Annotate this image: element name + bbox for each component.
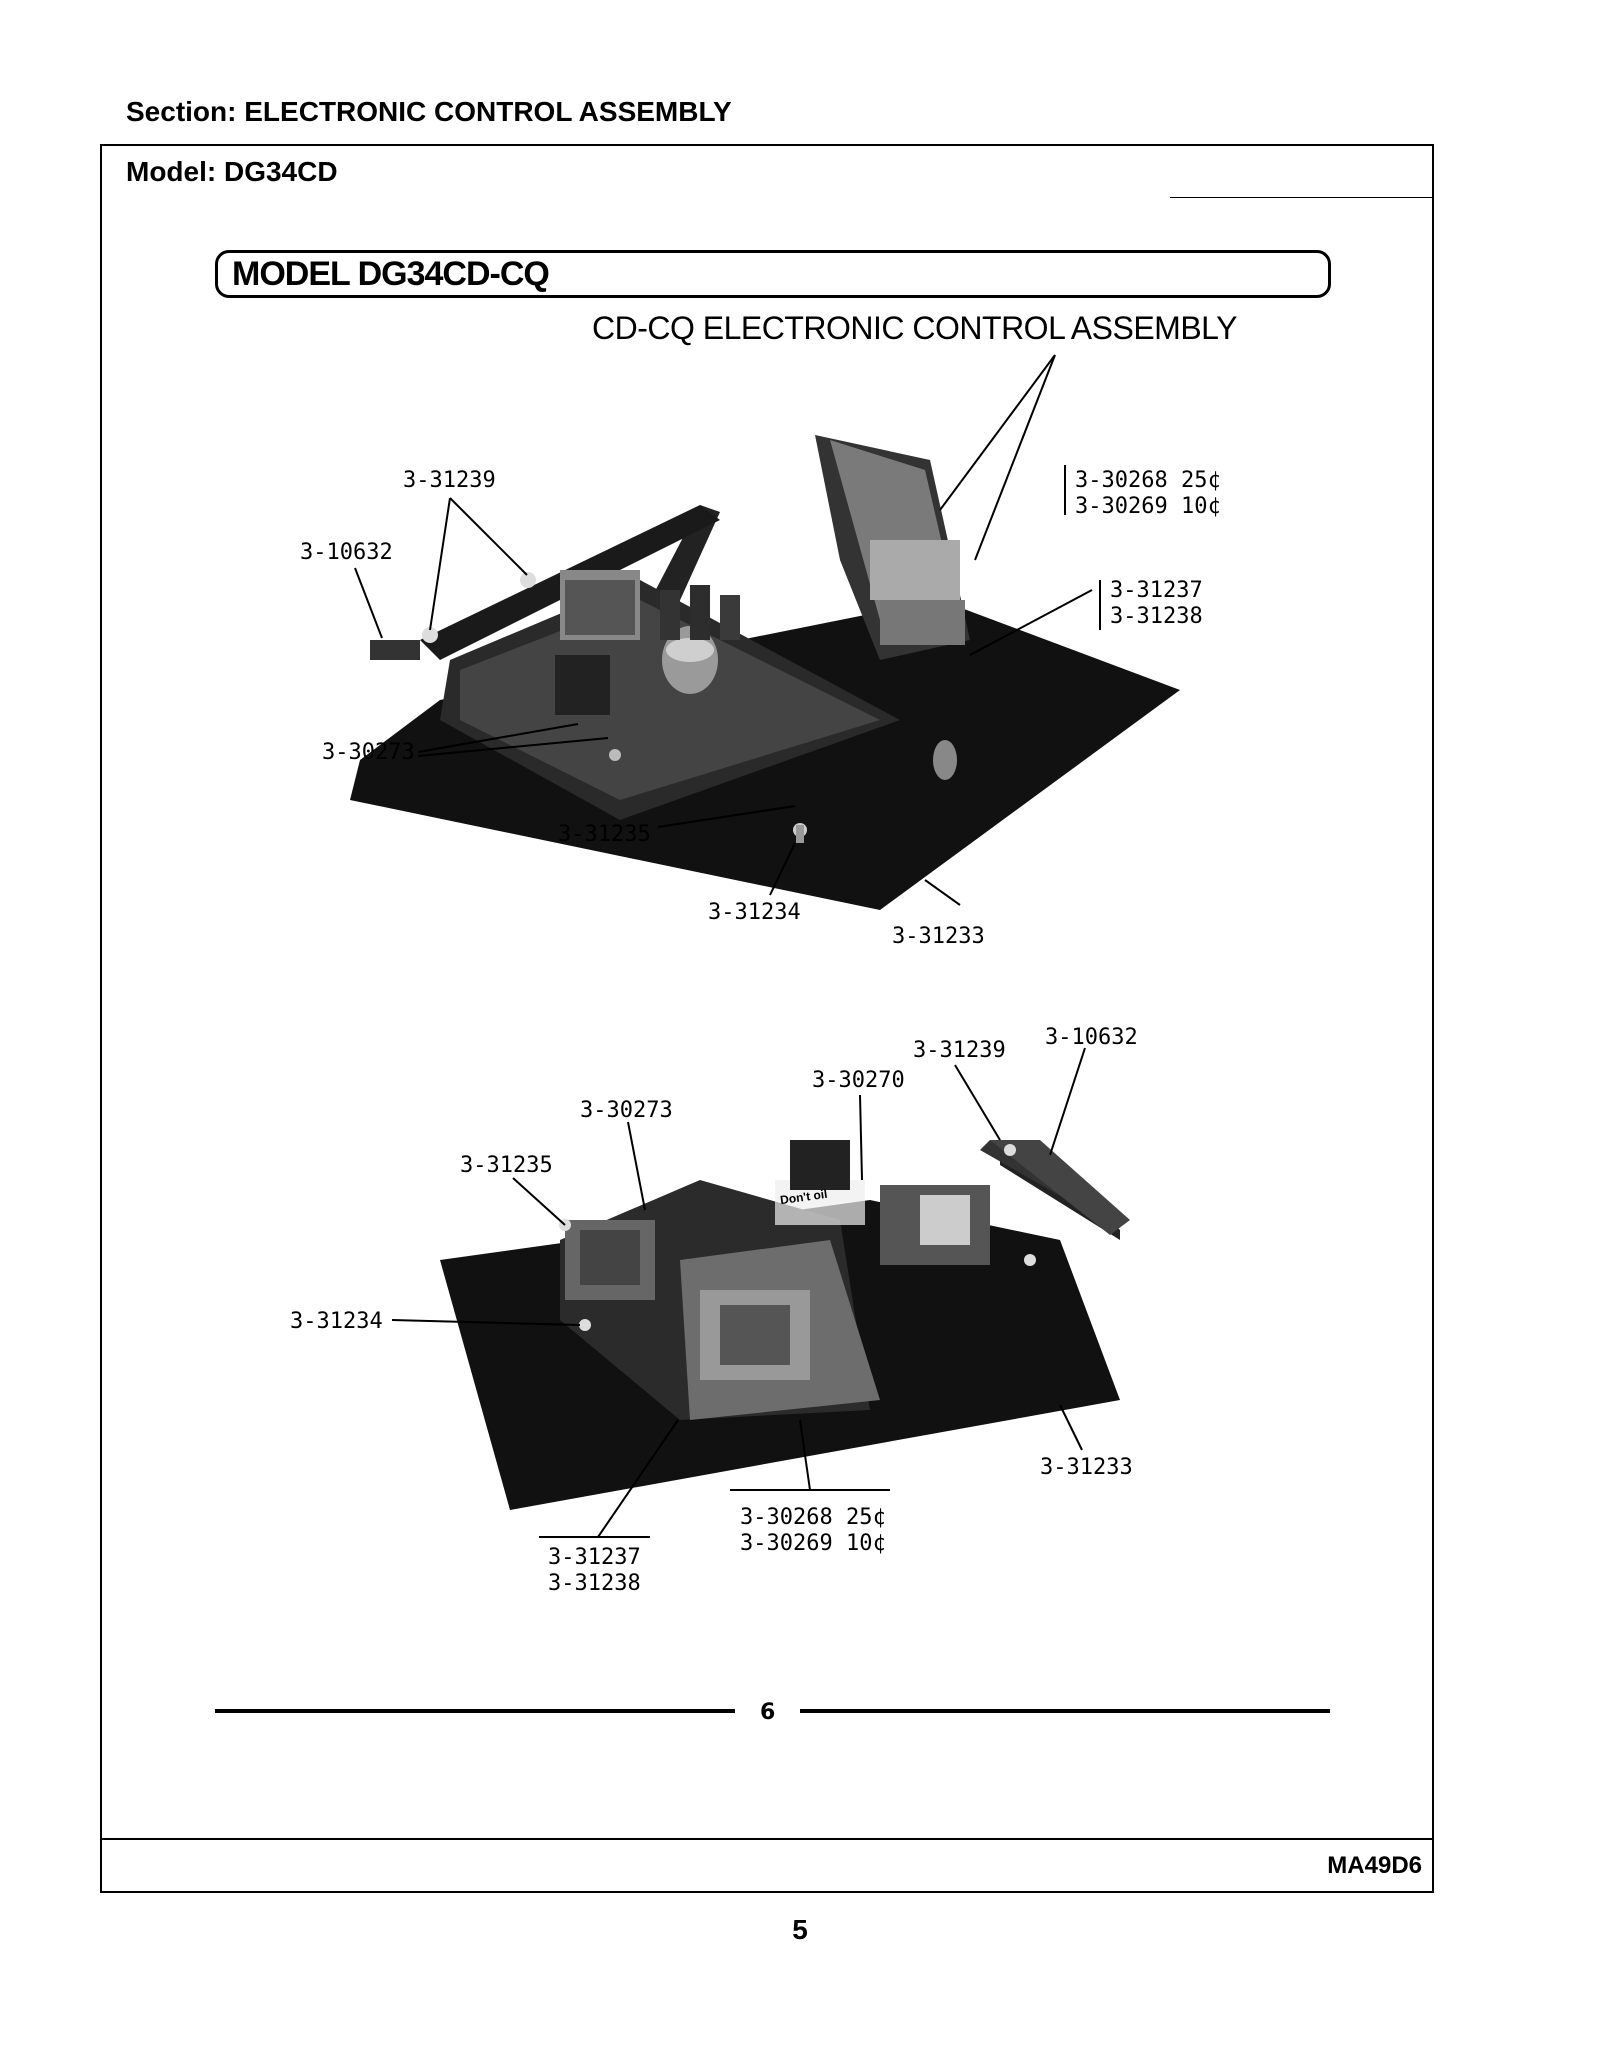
top-label-31233: 3-31233 [892,924,985,949]
assembly-subtitle: CD-CQ ELECTRONIC CONTROL ASSEMBLY [592,310,1237,346]
top-label-31237: 3-31237 [1110,578,1203,603]
bottom-leader-lines [391,1047,1086,1538]
top-leader-lines [354,354,1101,906]
top-label-31238: 3-31238 [1110,604,1203,629]
bottom-label-10632: 3-10632 [1045,1025,1138,1050]
bottom-label-31235: 3-31235 [460,1153,553,1178]
bottom-assembly-photo [440,1140,1130,1510]
bottom-label-31239: 3-31239 [913,1038,1006,1063]
top-label-30273: 3-30273 [322,740,415,765]
top-label-31235: 3-31235 [558,822,651,847]
bottom-label-31237: 3-31237 [548,1545,641,1570]
section-title: Section: ELECTRONIC CONTROL ASSEMBLY [126,96,732,127]
footer-rule [100,1838,1434,1840]
header-rule [1170,197,1432,198]
top-label-30268: 3-30268 25¢ [1075,468,1221,493]
top-label-10632: 3-10632 [300,540,393,565]
bottom-label-30273: 3-30273 [580,1098,673,1123]
document-code: MA49D6 [1327,1852,1422,1879]
top-label-30269: 3-30269 10¢ [1075,494,1221,519]
page-number: 5 [792,1914,808,1945]
bottom-label-31234: 3-31234 [290,1309,383,1334]
top-label-31239: 3-31239 [403,468,496,493]
bottom-label-31238: 3-31238 [548,1571,641,1596]
inner-page-number: 6 [760,1700,776,1725]
bottom-label-31233: 3-31233 [1040,1455,1133,1480]
top-label-31234: 3-31234 [708,900,801,925]
model-banner-box [215,250,1331,298]
top-assembly-photo [350,435,1180,910]
model-banner-title: MODEL DG34CD-CQ [232,255,550,293]
bottom-label-30268: 3-30268 25¢ [740,1505,886,1530]
bottom-label-30269: 3-30269 10¢ [740,1531,886,1556]
bottom-label-30270: 3-30270 [812,1068,905,1093]
model-line: Model: DG34CD [126,156,338,187]
page-frame [100,144,1434,1893]
